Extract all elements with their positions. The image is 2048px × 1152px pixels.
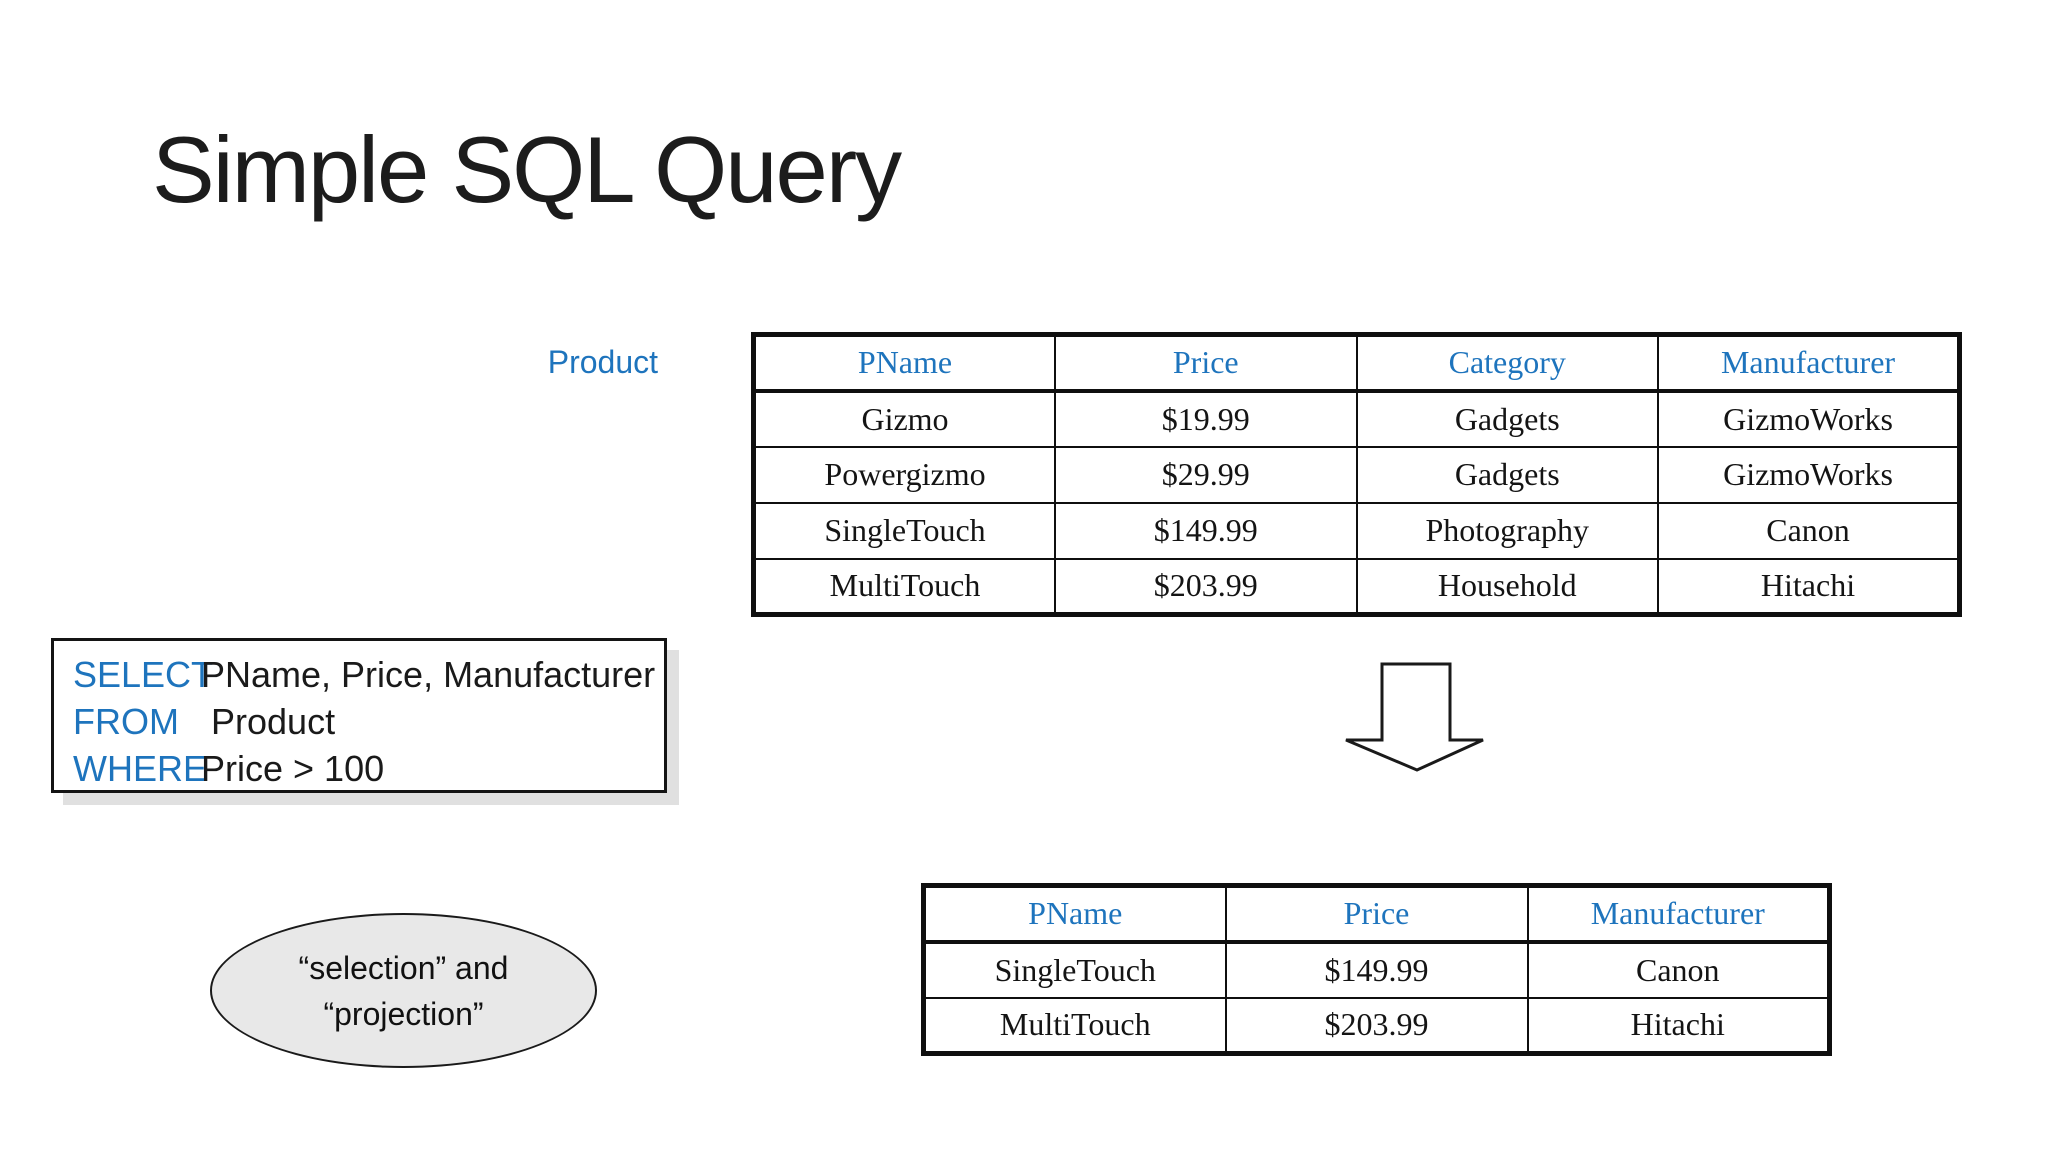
table-cell: Gadgets xyxy=(1355,389,1659,448)
table-row: MultiTouch $203.99 Hitachi xyxy=(922,996,1831,1055)
sql-keyword: FROM xyxy=(73,701,179,742)
table-cell: MultiTouch xyxy=(752,557,1056,616)
table-cell: $29.99 xyxy=(1054,445,1358,504)
table-cell: Hitachi xyxy=(1657,557,1961,616)
sql-clause-text: Product xyxy=(201,701,336,742)
table-row: SingleTouch $149.99 Photography Canon xyxy=(752,501,1961,560)
sql-keyword: SELECT xyxy=(73,654,214,695)
column-header: Category xyxy=(1355,333,1659,393)
result-table: PName Price Manufacturer SingleTouch $14… xyxy=(921,883,1832,1056)
table-row: Gizmo $19.99 Gadgets GizmoWorks xyxy=(752,389,1961,448)
table-row: MultiTouch $203.99 Household Hitachi xyxy=(752,557,1961,616)
table-row: SingleTouch $149.99 Canon xyxy=(922,940,1831,999)
table-cell: $19.99 xyxy=(1054,389,1358,448)
table-cell: Gadgets xyxy=(1355,445,1659,504)
column-header: PName xyxy=(752,333,1056,393)
column-header: Price xyxy=(1054,333,1358,393)
product-table: PName Price Category Manufacturer Gizmo … xyxy=(751,332,1962,617)
table-cell: Powergizmo xyxy=(752,445,1056,504)
column-header: PName xyxy=(922,884,1227,944)
table-cell: SingleTouch xyxy=(752,501,1056,560)
column-header: Manufacturer xyxy=(1657,333,1961,393)
table-cell: $149.99 xyxy=(1224,940,1529,999)
table-cell: Hitachi xyxy=(1526,996,1831,1055)
slide-title: Simple SQL Query xyxy=(152,117,902,222)
table-cell: Canon xyxy=(1657,501,1961,560)
column-header: Price xyxy=(1224,884,1529,944)
table-header-row: PName Price Category Manufacturer xyxy=(752,333,1961,393)
sql-keyword: WHERE xyxy=(73,748,207,789)
annotation-line: “selection” and xyxy=(298,949,509,986)
sql-query-box: SELECTPName, Price, Manufacturer FROM Pr… xyxy=(51,638,667,793)
table-row: Powergizmo $29.99 Gadgets GizmoWorks xyxy=(752,445,1961,504)
table-cell: $203.99 xyxy=(1054,557,1358,616)
product-table-label: Product xyxy=(547,344,658,380)
table-cell: GizmoWorks xyxy=(1657,389,1961,448)
table-cell: $203.99 xyxy=(1224,996,1529,1055)
table-cell: Canon xyxy=(1526,940,1831,999)
sql-line-select: SELECTPName, Price, Manufacturer xyxy=(73,651,664,698)
sql-line-where: WHEREPrice > 100 xyxy=(73,745,664,792)
table-cell: GizmoWorks xyxy=(1657,445,1961,504)
table-cell: MultiTouch xyxy=(922,996,1227,1055)
annotation-line: “projection” xyxy=(323,995,484,1032)
sql-line-from: FROM Product xyxy=(73,698,664,745)
annotation-ellipse: “selection” and “projection” xyxy=(210,913,597,1068)
table-cell: Photography xyxy=(1355,501,1659,560)
sql-clause-text: PName, Price, Manufacturer xyxy=(201,654,656,695)
table-header-row: PName Price Manufacturer xyxy=(922,884,1831,944)
table-cell: SingleTouch xyxy=(922,940,1227,999)
table-cell: Gizmo xyxy=(752,389,1056,448)
sql-clause-text: Price > 100 xyxy=(201,748,385,789)
column-header: Manufacturer xyxy=(1526,884,1831,944)
table-cell: $149.99 xyxy=(1054,501,1358,560)
down-arrow-icon xyxy=(1340,660,1490,775)
table-cell: Household xyxy=(1355,557,1659,616)
